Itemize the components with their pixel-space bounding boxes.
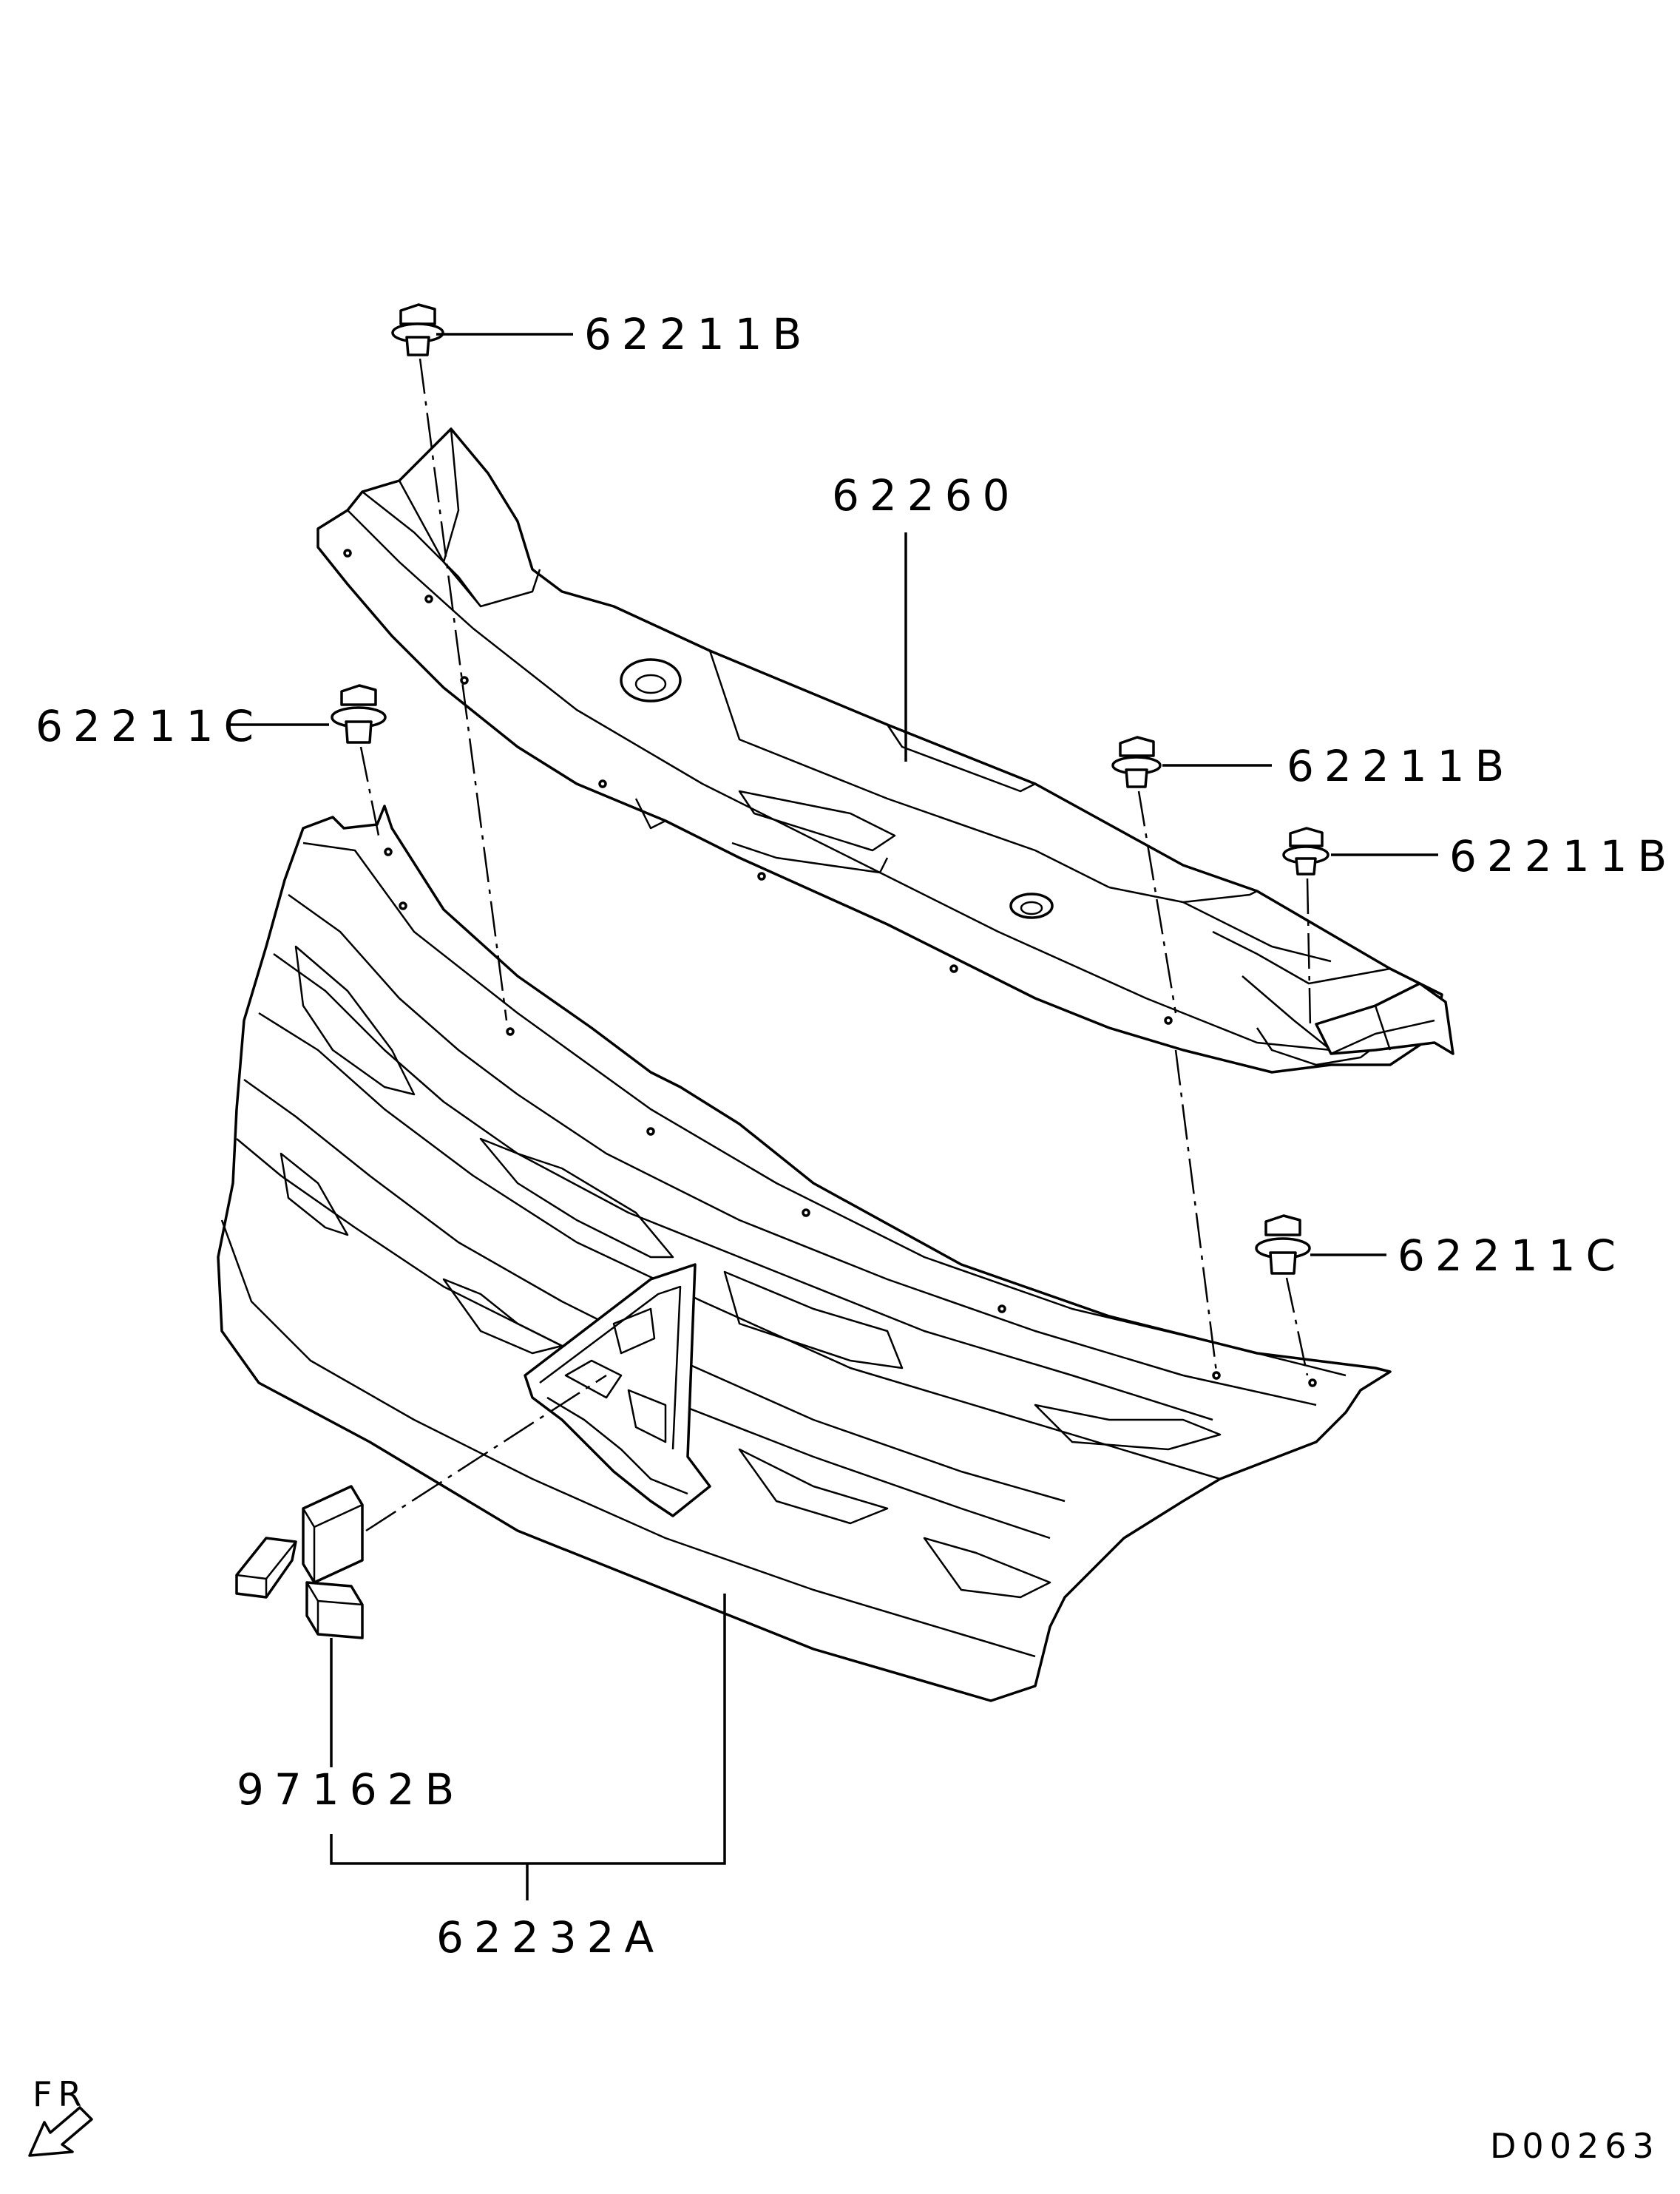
- label-clip-right-b: 62211B: [1449, 831, 1677, 881]
- clip-right-a-part: [1111, 736, 1162, 788]
- upper-cover-part: [316, 427, 1454, 1074]
- orientation-label: FR: [33, 2074, 87, 2114]
- clip-top-part: [391, 303, 444, 356]
- label-grille-assy: 62232A: [436, 1912, 664, 1963]
- label-upper-cover: 62260: [832, 470, 1020, 521]
- label-clip-right-a: 62211B: [1287, 741, 1514, 791]
- label-clip-left: 62211C: [35, 701, 264, 751]
- clip-right-b-part: [1282, 827, 1330, 876]
- clip-left-part: [331, 684, 387, 744]
- label-clip-right-low: 62211C: [1398, 1230, 1626, 1281]
- front-arrow-icon: [28, 2106, 93, 2157]
- grille-part: [217, 805, 1392, 1702]
- diagram-code: D00263: [1490, 2126, 1660, 2166]
- leader-lines: [229, 333, 1438, 1900]
- label-emblem: 97162B: [237, 1764, 464, 1815]
- assembly-lines: [359, 358, 1312, 1532]
- label-clip-top: 62211B: [584, 309, 812, 359]
- emblem-part: [235, 1485, 364, 1639]
- clip-right-low-part: [1255, 1214, 1311, 1275]
